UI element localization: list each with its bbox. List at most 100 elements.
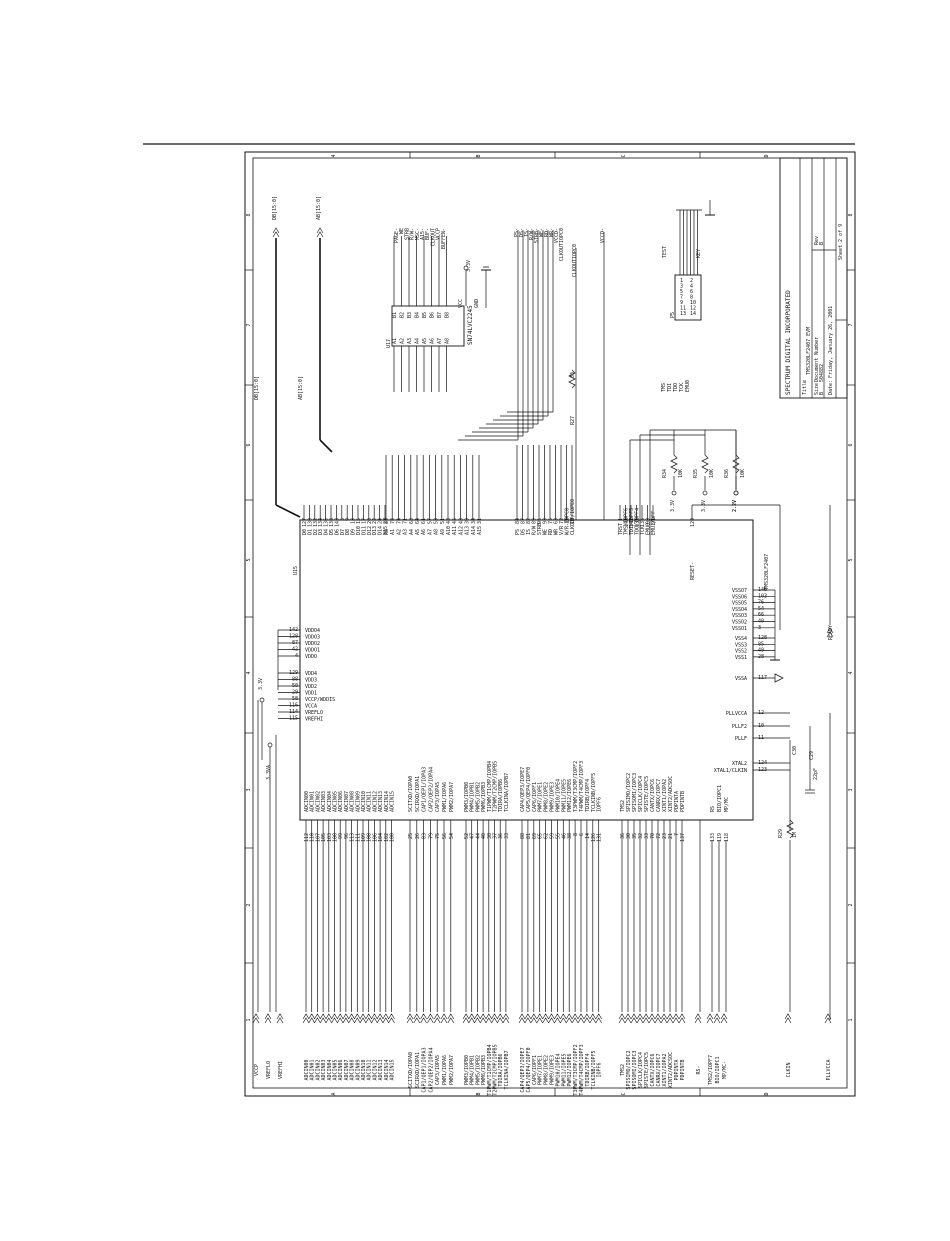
title-block-sheet: Sheet 2 of 9 xyxy=(838,224,844,260)
signal-port-bottom xyxy=(577,1013,585,1024)
signal-port-iob: T2PWM/T2CMP/IOPB5 xyxy=(493,1044,499,1095)
chip-pin-num: 99 xyxy=(338,833,344,839)
chip-pin-data: D4 xyxy=(324,529,330,535)
buffer-chip-vcc: VCC xyxy=(458,299,464,308)
chip-pin-addr: A2 xyxy=(396,529,402,535)
chip-pin-num: 91 xyxy=(651,518,657,524)
chip-pin-num: 119 xyxy=(717,833,723,842)
signal-port-adc: ADCIN13 xyxy=(378,1059,384,1080)
signal-port-top: WE xyxy=(399,228,405,234)
chip-pin-adc: ADCIN06 xyxy=(338,791,344,812)
resistor-jtag xyxy=(732,454,740,474)
signal-port-iob: PWM3/IOPB0 xyxy=(464,1055,470,1085)
chip-pin-vdd: VCCA xyxy=(305,704,317,710)
chip-pin-num: 36 xyxy=(498,833,504,839)
chip-pin-num: 109 xyxy=(361,833,367,842)
bus-ab xyxy=(319,439,333,453)
chip-pin-num: 130 xyxy=(307,518,313,527)
chip-pin-num: 127 xyxy=(302,518,308,527)
signal-port-adc: ADCIN00 xyxy=(304,1059,310,1080)
chip-pin-num: 118 xyxy=(724,833,730,842)
bus-port-ab xyxy=(316,227,324,238)
buffer-chip-u17 xyxy=(391,305,465,347)
border-row-label: 2 xyxy=(848,903,854,906)
signal-port-ioc: CAP4/QEP3/IOPE7 xyxy=(520,1047,526,1092)
chip-pin-ioc: IOPF6 xyxy=(597,797,603,812)
chip-pin-data: D0 xyxy=(302,529,308,535)
chip-pin-num: 45 xyxy=(452,518,458,524)
border-row-label: 5 xyxy=(848,558,854,561)
chip-pin-addr: A13 xyxy=(465,526,471,535)
chip-pin-ioc: T3PWM/T3CMP/IOPF2 xyxy=(573,761,579,812)
chip-pin-ioc: CAP5/QEP4/IOPF0 xyxy=(526,767,532,812)
chip-pin-num: 53 xyxy=(434,518,440,524)
vdd-supply-label: 3.3V xyxy=(258,678,264,690)
signal-port-bottom xyxy=(595,1013,602,1024)
jtag-net: TDO xyxy=(673,383,679,392)
jtag-net: TDI xyxy=(667,383,673,392)
border-row-label: 6 xyxy=(848,443,854,446)
signal-port-bottom xyxy=(348,1013,355,1024)
chip-pin-ioc: CAP6/IOPF1 xyxy=(532,782,538,812)
buffer-pin-b: B1 xyxy=(392,312,398,318)
signal-port-bottom xyxy=(302,1013,310,1024)
signal-port-top: A15- xyxy=(420,228,426,240)
chip-pin-num: 46 xyxy=(561,833,567,839)
buffer-supply: 3.3V xyxy=(466,260,472,272)
chip-pin-num: 19 xyxy=(565,518,571,524)
chip-pin-num: 9 xyxy=(345,518,351,521)
chip-pin-ioc: PWM10/IOPE4 xyxy=(555,779,561,812)
chip-pin-num: 56 xyxy=(442,833,448,839)
resistor-value: 10K xyxy=(678,469,684,478)
chip-pin-adc: ADCIN05 xyxy=(333,791,339,812)
jtag-pin: 12 xyxy=(690,306,696,312)
resistor-jtag xyxy=(701,454,709,474)
chip-pin-num: 139 xyxy=(635,518,641,527)
main-chip-part: TMS320LF2407 xyxy=(764,554,770,590)
signal-port-iod: XINT1/IOPA2 xyxy=(662,1053,668,1086)
chip-pin-adc: ADCIN00 xyxy=(304,791,310,812)
chip-pin-iod: XINT2/ADCSOC xyxy=(668,776,674,812)
chip-pin-ioa: PWM1/IOPA6 xyxy=(442,782,448,812)
chip-pin-ctrl: PS xyxy=(515,529,521,535)
chip-pin-iod: PDPINTB xyxy=(680,791,686,812)
signal-port-top: VCCD- xyxy=(554,228,560,243)
signal-port-bottom xyxy=(784,1013,792,1024)
resistor-ref: R29 xyxy=(778,829,784,838)
signal-port-clkin: CLKIN xyxy=(786,1062,792,1077)
chip-pin-ctrl: DS xyxy=(521,529,527,535)
signal-port-bottom xyxy=(485,1013,493,1024)
chip-pin-addr: A3 xyxy=(403,529,409,535)
jtag-pin: 6 xyxy=(690,289,693,295)
jtag-label: TEST xyxy=(662,246,668,258)
buffer-pin-b: B6 xyxy=(430,312,436,318)
chip-pin-num: 88 xyxy=(520,833,526,839)
signal-port-bottom xyxy=(331,1013,338,1024)
chip-pin-vss: VSSO2 xyxy=(732,620,747,626)
chip-pin-iob: T2PWM/T2CMP/IOPB5 xyxy=(493,761,499,812)
jtag-net: TCK xyxy=(679,383,685,392)
border-col-label: C xyxy=(621,154,627,157)
signal-port-bottom xyxy=(824,1013,832,1024)
chip-pin-addr: A8 xyxy=(434,529,440,535)
signal-port-ioc: TCLKINB/IOPF5 xyxy=(591,1050,597,1089)
vcca-supply xyxy=(267,742,273,748)
signal-port-ioc: PWM12/IOPE6 xyxy=(567,1053,573,1086)
chip-pin-clock: XTAL2 xyxy=(732,761,747,767)
chip-pin-clock: PLLF xyxy=(735,736,747,742)
buffer-pin-a: A8 xyxy=(445,338,451,344)
signal-port-top: WE- xyxy=(539,228,545,237)
signal-port-iod: SPICLK/IOPC4 xyxy=(638,1052,644,1088)
chip-pin-num: 133 xyxy=(710,833,716,842)
rail-circle xyxy=(733,490,739,496)
chip-pin-adc: ADCIN12 xyxy=(372,791,378,812)
jtag-net: TMS xyxy=(661,383,667,392)
chip-pin-adc: ADCIN08 xyxy=(350,791,356,812)
chip-pin-vss: VSSO3 xyxy=(732,613,747,619)
chip-pin-num: 43 xyxy=(458,518,464,524)
chip-pin-num: 111 xyxy=(355,833,361,842)
chip-pin-num: 144 xyxy=(624,518,630,527)
chip-pin-num: 69 xyxy=(532,833,538,839)
chip-pin-addr: A12 xyxy=(458,526,464,535)
